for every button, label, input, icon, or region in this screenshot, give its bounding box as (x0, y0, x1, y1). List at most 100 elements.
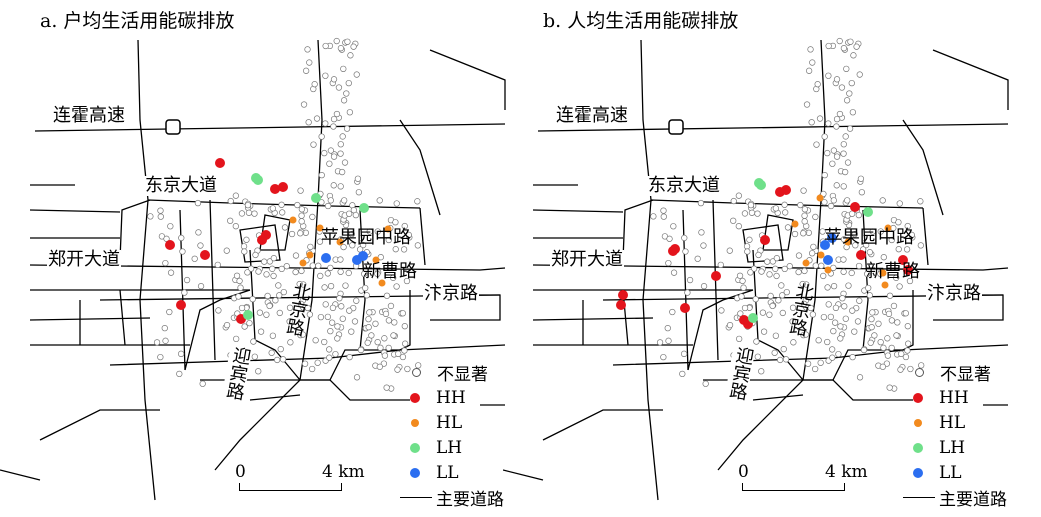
hh-cluster-point (775, 187, 785, 197)
road-line (209, 199, 216, 361)
not-significant-point (868, 324, 875, 331)
not-significant-point (829, 160, 836, 167)
lh-cluster-point (243, 310, 253, 320)
not-significant-point (298, 206, 306, 213)
not-significant-point (744, 248, 751, 255)
not-significant-point (272, 297, 279, 304)
road-line (429, 49, 506, 110)
not-significant-point (372, 320, 379, 327)
not-significant-point (215, 307, 222, 314)
not-significant-point (833, 153, 841, 160)
not-significant-point (849, 307, 856, 314)
not-significant-point (399, 353, 407, 361)
not-significant-point (830, 197, 837, 204)
hh-cluster-point (670, 244, 680, 254)
not-significant-point (268, 349, 275, 356)
not-significant-point (812, 262, 819, 269)
not-significant-point (869, 309, 876, 316)
not-significant-point (829, 354, 836, 361)
not-significant-point (233, 335, 240, 343)
not-significant-point (286, 304, 294, 311)
not-significant-point (365, 315, 372, 323)
not-significant-point (660, 213, 667, 220)
not-significant-point (235, 293, 242, 300)
not-significant-point (726, 322, 734, 329)
not-significant-point (849, 109, 857, 116)
not-significant-point (241, 323, 248, 330)
legend-lh: LH (903, 435, 1007, 460)
hl-cluster-point (802, 259, 810, 267)
not-significant-point (335, 84, 343, 91)
road-line (359, 209, 366, 351)
not-significant-point (717, 261, 724, 268)
legend-label: HL (436, 412, 463, 433)
not-significant-point (401, 347, 408, 354)
not-significant-point (199, 380, 206, 387)
legend-ll: LL (400, 460, 504, 485)
not-significant-point (157, 353, 164, 361)
not-significant-point (820, 272, 827, 280)
ll-cluster-point (827, 233, 837, 243)
not-significant-point (342, 282, 349, 289)
map-title: b. 人均生活用能碳排放 (543, 10, 739, 32)
not-significant-point (821, 133, 828, 140)
not-significant-point (836, 37, 843, 45)
not-significant-point (817, 359, 824, 366)
not-significant-point (797, 201, 804, 209)
not-significant-point (214, 261, 221, 268)
not-significant-point (903, 246, 911, 253)
not-significant-point (349, 242, 356, 249)
not-significant-point (250, 338, 257, 345)
hl-cluster-point (844, 238, 852, 246)
legend-not-significant: 不显著 (903, 360, 1007, 385)
not-significant-point (399, 310, 406, 317)
not-significant-point (781, 201, 788, 208)
not-significant-point (895, 246, 902, 253)
not-significant-point (307, 243, 314, 251)
not-significant-point (730, 197, 737, 205)
hh-marker-icon (913, 392, 923, 403)
not-significant-point (392, 246, 399, 253)
not-significant-point (361, 270, 368, 278)
not-significant-point (166, 308, 173, 316)
not-significant-point (669, 308, 676, 316)
not-significant-point (726, 247, 733, 254)
not-significant-point (232, 223, 239, 230)
not-significant-point (359, 241, 367, 249)
not-significant-point (838, 84, 846, 91)
not-significant-point (264, 292, 271, 300)
lh-cluster-point (748, 313, 758, 323)
not-significant-point (278, 265, 285, 273)
not-significant-point (348, 328, 355, 335)
not-significant-point (858, 189, 866, 196)
not-significant-point (856, 297, 863, 304)
not-significant-point (278, 201, 285, 208)
legend-hh: HH (903, 385, 1007, 410)
not-significant-point (807, 304, 814, 312)
not-significant-point (326, 160, 333, 167)
hh-cluster-point (176, 300, 186, 310)
road-label-xincao: 新曹路 (363, 261, 417, 282)
not-significant-point (251, 210, 258, 217)
not-significant-point (835, 350, 842, 358)
not-significant-point (309, 213, 316, 221)
not-significant-point (330, 182, 337, 189)
not-significant-point (368, 332, 375, 339)
not-significant-point (298, 218, 305, 225)
not-significant-point (766, 271, 773, 278)
not-significant-point (194, 199, 202, 207)
not-significant-point (296, 280, 303, 288)
not-significant-point (801, 267, 808, 275)
not-significant-point (292, 268, 299, 276)
legend-ll: LL (903, 460, 1007, 485)
legend-hl: HL (400, 410, 504, 435)
not-significant-point (382, 310, 390, 317)
not-significant-point (886, 292, 894, 299)
not-significant-point (308, 365, 316, 373)
not-significant-point (670, 223, 677, 230)
not-significant-point (330, 115, 338, 123)
not-significant-point (365, 324, 372, 331)
not-significant-point (808, 250, 816, 257)
not-significant-point (827, 202, 835, 210)
not-significant-point (317, 313, 325, 321)
